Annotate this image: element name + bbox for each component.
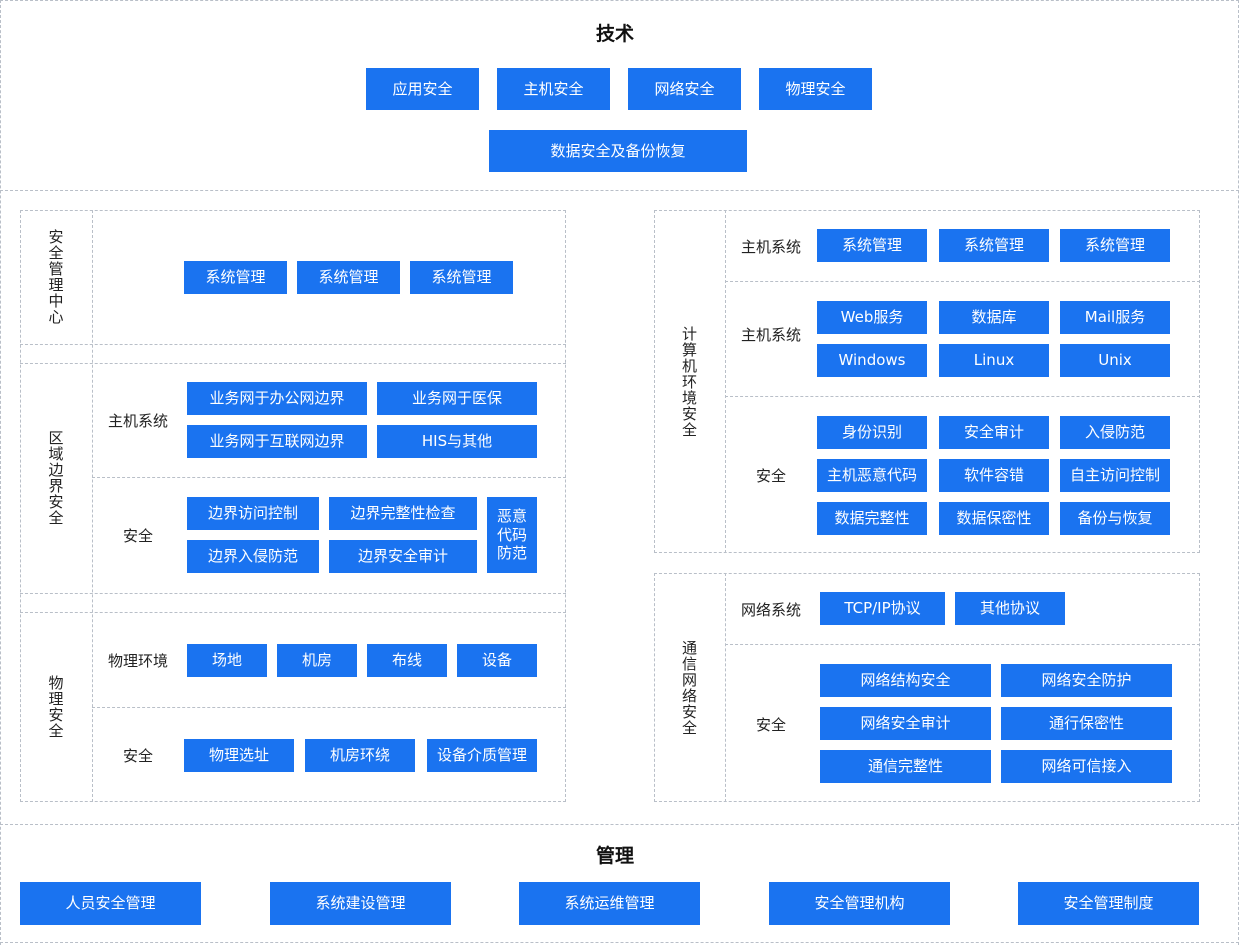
physical-env-item-2: 机房 — [277, 644, 357, 677]
left-divider-host-security — [92, 477, 566, 478]
computing-host2-item-5: Linux — [939, 344, 1049, 377]
region-host-item-4: HIS与其他 — [377, 425, 537, 458]
network-label: 通信网络安全 — [680, 639, 698, 736]
management-item-5: 安全管理制度 — [1018, 882, 1199, 925]
host-security-box: 主机安全 — [497, 68, 610, 110]
computing-host2-item-2: 数据库 — [939, 301, 1049, 334]
computing-security-item-6: 自主访问控制 — [1060, 459, 1170, 492]
network-security-box: 网络安全 — [628, 68, 741, 110]
computing-security-item-2: 安全审计 — [939, 416, 1049, 449]
frame-bottom-line — [0, 942, 1239, 943]
management-item-2: 系统建设管理 — [270, 882, 451, 925]
region-security-item-2: 边界完整性检查 — [329, 497, 477, 530]
left-divider-1b — [20, 363, 566, 364]
computing-host1-item-3: 系统管理 — [1060, 229, 1170, 262]
network-system-item-1: TCP/IP协议 — [820, 592, 945, 625]
app-security-box: 应用安全 — [366, 68, 479, 110]
network-security-item-5: 通信完整性 — [820, 750, 991, 783]
management-item-1: 人员安全管理 — [20, 882, 201, 925]
physical-security-item-2: 机房环绕 — [305, 739, 415, 772]
computing-host1-item-2: 系统管理 — [939, 229, 1049, 262]
physical-label: 物理安全 — [46, 675, 65, 739]
computing-security-item-4: 主机恶意代码 — [817, 459, 927, 492]
management-item-4: 安全管理机构 — [769, 882, 950, 925]
management-divider-line — [0, 824, 1239, 825]
network-security-item-1: 网络结构安全 — [820, 664, 991, 697]
computing-security-label: 安全 — [755, 466, 786, 485]
region-security-item-5: 恶意代码防范 — [487, 497, 537, 573]
computing-security-item-9: 备份与恢复 — [1060, 502, 1170, 535]
data-backup-box: 数据安全及备份恢复 — [489, 130, 747, 172]
region-host-item-2: 业务网于医保 — [377, 382, 537, 415]
computing-divider-2 — [725, 396, 1200, 397]
left-panel-frame — [20, 210, 566, 802]
computing-divider-1 — [725, 281, 1200, 282]
computing-security-item-1: 身份识别 — [817, 416, 927, 449]
network-divider-1 — [725, 644, 1200, 645]
network-security-item-4: 通行保密性 — [1001, 707, 1172, 740]
computing-host2-item-1: Web服务 — [817, 301, 927, 334]
left-divider-env-security — [92, 707, 566, 708]
region-host-item-1: 业务网于办公网边界 — [187, 382, 367, 415]
computing-host2-item-4: Windows — [817, 344, 927, 377]
computing-label-column-line — [725, 210, 726, 553]
security-center-item-1: 系统管理 — [184, 261, 287, 294]
left-divider-1 — [20, 344, 566, 345]
left-label-column-line — [92, 210, 93, 802]
computing-security-item-5: 软件容错 — [939, 459, 1049, 492]
computing-frame — [654, 210, 1200, 553]
frame-left-line — [0, 0, 1, 945]
computing-host1-label: 主机系统 — [740, 237, 801, 256]
region-security-item-1: 边界访问控制 — [187, 497, 319, 530]
computing-security-item-3: 入侵防范 — [1060, 416, 1170, 449]
computing-host1-item-1: 系统管理 — [817, 229, 927, 262]
computing-host2-item-3: Mail服务 — [1060, 301, 1170, 334]
region-host-item-3: 业务网于互联网边界 — [187, 425, 367, 458]
physical-security-item-3: 设备介质管理 — [427, 739, 537, 772]
network-frame — [654, 573, 1200, 802]
region-security-item-4: 边界安全审计 — [329, 540, 477, 573]
physical-security-item-1: 物理选址 — [184, 739, 294, 772]
network-system-label: 网络系统 — [740, 600, 801, 619]
region-security-item-3: 边界入侵防范 — [187, 540, 319, 573]
technology-title: 技术 — [595, 22, 634, 45]
computing-host2-item-6: Unix — [1060, 344, 1170, 377]
security-center-label: 安全管理中心 — [46, 229, 65, 325]
region-host-label: 主机系统 — [107, 411, 168, 430]
management-title: 管理 — [595, 844, 634, 867]
frame-top-line — [0, 0, 1239, 1]
network-security-item-2: 网络安全防护 — [1001, 664, 1172, 697]
physical-env-item-4: 设备 — [457, 644, 537, 677]
physical-env-item-3: 布线 — [367, 644, 447, 677]
physical-security-label: 安全 — [122, 746, 153, 765]
management-item-3: 系统运维管理 — [519, 882, 700, 925]
network-security-item-3: 网络安全审计 — [820, 707, 991, 740]
left-divider-2b — [20, 612, 566, 613]
network-system-item-2: 其他协议 — [955, 592, 1065, 625]
computing-host2-label: 主机系统 — [740, 325, 801, 344]
physical-env-label: 物理环境 — [107, 651, 168, 670]
tech-divider-line — [0, 190, 1239, 191]
security-center-item-2: 系统管理 — [297, 261, 400, 294]
region-security-label: 安全 — [122, 526, 153, 545]
network-security-item-6: 网络可信接入 — [1001, 750, 1172, 783]
left-divider-2 — [20, 593, 566, 594]
physical-security-box: 物理安全 — [759, 68, 872, 110]
region-boundary-label: 区域边界安全 — [46, 430, 65, 526]
network-label-column-line — [725, 573, 726, 802]
computing-label: 计算机环境安全 — [680, 325, 698, 438]
security-center-item-3: 系统管理 — [410, 261, 513, 294]
computing-security-item-8: 数据保密性 — [939, 502, 1049, 535]
physical-env-item-1: 场地 — [187, 644, 267, 677]
computing-security-item-7: 数据完整性 — [817, 502, 927, 535]
network-security-label: 安全 — [755, 715, 786, 734]
